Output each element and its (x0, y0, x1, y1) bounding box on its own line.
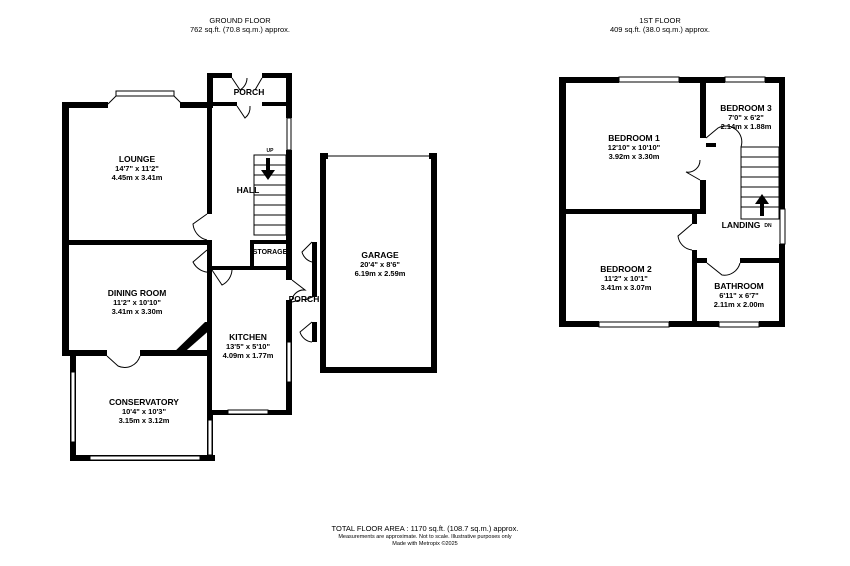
bedroom1-imperial: 12'10" x 10'10" (608, 143, 661, 152)
kitchen-name: KITCHEN (229, 332, 267, 342)
lounge-metric: 4.45m x 3.41m (112, 173, 163, 182)
kitchen-imperial: 13'5" x 5'10" (226, 342, 270, 351)
dining-imperial: 11'2" x 10'10" (113, 298, 161, 307)
total-floor-area: TOTAL FLOOR AREA : 1170 sq.ft. (108.7 sq… (331, 524, 519, 533)
disclaimer: Measurements are approximate. Not to sca… (338, 534, 512, 540)
hall-name: HALL (237, 185, 260, 195)
up-label: UP (267, 148, 275, 154)
bedroom1-name: BEDROOM 1 (608, 133, 660, 143)
bedroom2-imperial: 11'2" x 10'1" (604, 274, 648, 283)
storage-name: STORAGE (253, 249, 288, 256)
bedroom2-name: BEDROOM 2 (600, 264, 652, 274)
first-floor-title: 1ST FLOOR (639, 16, 681, 25)
dining-name: DINING ROOM (108, 288, 167, 298)
ground-floor-area: 762 sq.ft. (70.8 sq.m.) approx. (189, 25, 291, 34)
garage-name: GARAGE (361, 250, 399, 260)
first-floor-walls (559, 76, 786, 328)
bathroom-imperial: 6'11" x 6'7" (719, 291, 759, 300)
ground-floor-header: GROUND FLOOR 762 sq.ft. (70.8 sq.m.) app… (170, 16, 310, 34)
lounge-name: LOUNGE (119, 154, 156, 164)
first-floor-area: 409 sq.ft. (38.0 sq.m.) approx. (609, 25, 711, 34)
bathroom-name: BATHROOM (714, 281, 763, 291)
garage-imperial: 20'4" x 8'6" (360, 260, 400, 269)
bedroom2-metric: 3.41m x 3.07m (601, 283, 652, 292)
ground-floor-walls (62, 73, 437, 461)
bedroom3-name: BEDROOM 3 (720, 103, 772, 113)
porch-side-name: PORCH (289, 294, 320, 304)
bedroom3-imperial: 7'0" x 6'2" (728, 113, 764, 122)
bathroom-metric: 2.11m x 2.00m (714, 300, 765, 309)
kitchen-metric: 4.09m x 1.77m (223, 351, 274, 360)
garage-metric: 6.19m x 2.59m (355, 269, 406, 278)
first-floor-doors (677, 125, 743, 276)
ground-floor-doors (106, 77, 313, 368)
first-floor-stairs (740, 146, 780, 220)
porch-top-name: PORCH (234, 87, 265, 97)
landing-name: LANDING (722, 220, 761, 230)
dining-metric: 3.41m x 3.30m (112, 307, 163, 316)
bedroom1-metric: 3.92m x 3.30m (609, 152, 660, 161)
dn-label: DN (764, 223, 772, 229)
conservatory-imperial: 10'4" x 10'3" (122, 407, 166, 416)
lounge-imperial: 14'7" x 11'2" (115, 164, 159, 173)
conservatory-metric: 3.15m x 3.12m (119, 416, 170, 425)
first-floor-header: 1ST FLOOR 409 sq.ft. (38.0 sq.m.) approx… (590, 16, 730, 34)
ground-floor-title: GROUND FLOOR (209, 16, 271, 25)
first-floor-labels: BEDROOM 1 12'10" x 10'10" 3.92m x 3.30m … (600, 103, 772, 309)
bedroom3-metric: 2.14m x 1.88m (721, 122, 772, 131)
ground-floor-stairs (253, 154, 287, 236)
credit: Made with Metropix ©2025 (392, 541, 458, 547)
ground-floor-labels: PORCH LOUNGE 14'7" x 11'2" 4.45m x 3.41m… (108, 87, 406, 425)
conservatory-name: CONSERVATORY (109, 397, 179, 407)
